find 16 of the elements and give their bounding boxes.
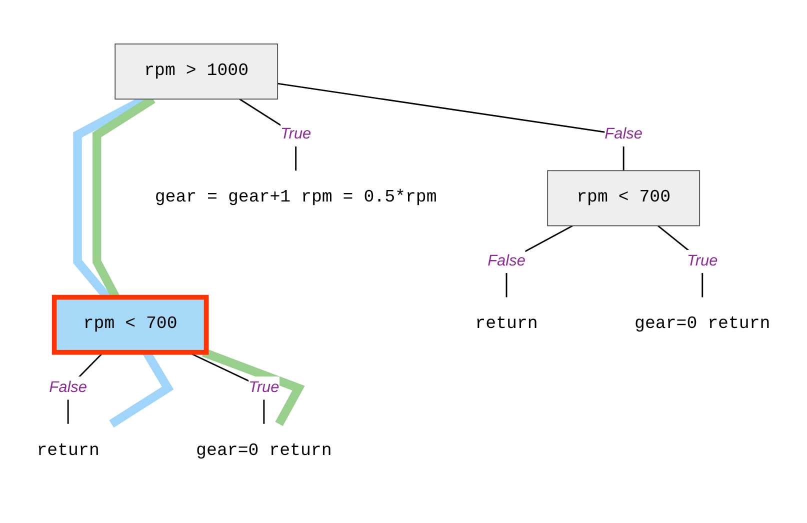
edge-label: False (49, 379, 87, 396)
edge-label: True (248, 379, 280, 396)
node-text: gear = gear+1 rpm = 0.5*rpm (154, 188, 437, 208)
edge-label: False (488, 252, 526, 270)
node-box: rpm < 700 (547, 170, 700, 226)
node-text: return (475, 314, 538, 334)
edge-label: True (687, 252, 718, 270)
connector (277, 82, 624, 171)
edge-label: True (280, 126, 312, 143)
edge-label: False (604, 126, 642, 143)
node-text: return (36, 441, 100, 461)
node-box: rpm > 1000 (114, 44, 278, 100)
node-box: rpm < 700 (52, 294, 209, 355)
node-text: gear=0 return (634, 314, 770, 334)
node-text: gear=0 return (196, 441, 332, 461)
connector (202, 348, 305, 426)
